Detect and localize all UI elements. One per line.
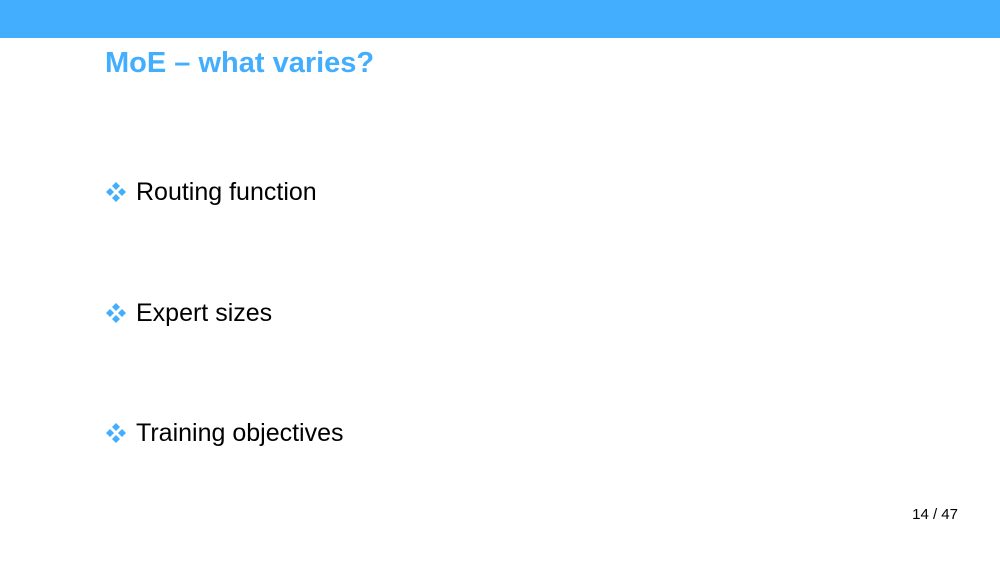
diamond-cluster-icon <box>105 181 127 203</box>
header-bar <box>0 0 1000 38</box>
bullet-text: Expert sizes <box>136 298 273 327</box>
diamond-cluster-icon <box>105 302 127 324</box>
bullet-item-routing-function: Routing function <box>105 177 317 207</box>
slide-title: MoE – what varies? <box>105 47 375 79</box>
bullet-text: Routing function <box>136 177 317 206</box>
diamond-cluster-icon <box>105 422 127 444</box>
bullet-item-expert-sizes: Expert sizes <box>105 298 272 328</box>
page-number: 14 / 47 <box>912 506 958 523</box>
bullet-text: Training objectives <box>136 418 344 447</box>
bullet-item-training-objectives: Training objectives <box>105 418 344 448</box>
